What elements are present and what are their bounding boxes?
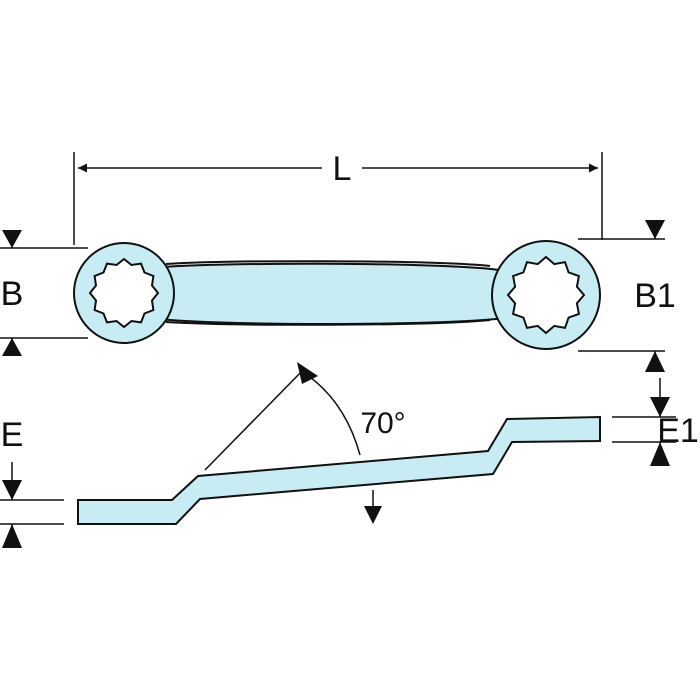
- right-ring-opening: [506, 255, 586, 335]
- wrench-shank: [149, 262, 507, 325]
- label-L: L: [333, 150, 352, 188]
- wrench-top-view: [73, 240, 601, 350]
- label-E: E: [1, 416, 24, 454]
- dimension-L: [73, 152, 603, 245]
- dimension-E: [0, 462, 64, 548]
- label-B: B: [1, 275, 24, 313]
- angle-indicator: [204, 362, 382, 524]
- label-E1: E1: [657, 412, 699, 450]
- dimension-E1: [612, 378, 676, 466]
- wrench-side-view: [77, 415, 601, 525]
- left-ring-opening: [88, 257, 160, 329]
- dimension-B: [0, 230, 88, 356]
- label-B1: B1: [634, 277, 676, 315]
- wrench-side-profile: [77, 415, 601, 525]
- dimension-B1: [578, 220, 665, 372]
- label-angle: 70°: [360, 407, 405, 440]
